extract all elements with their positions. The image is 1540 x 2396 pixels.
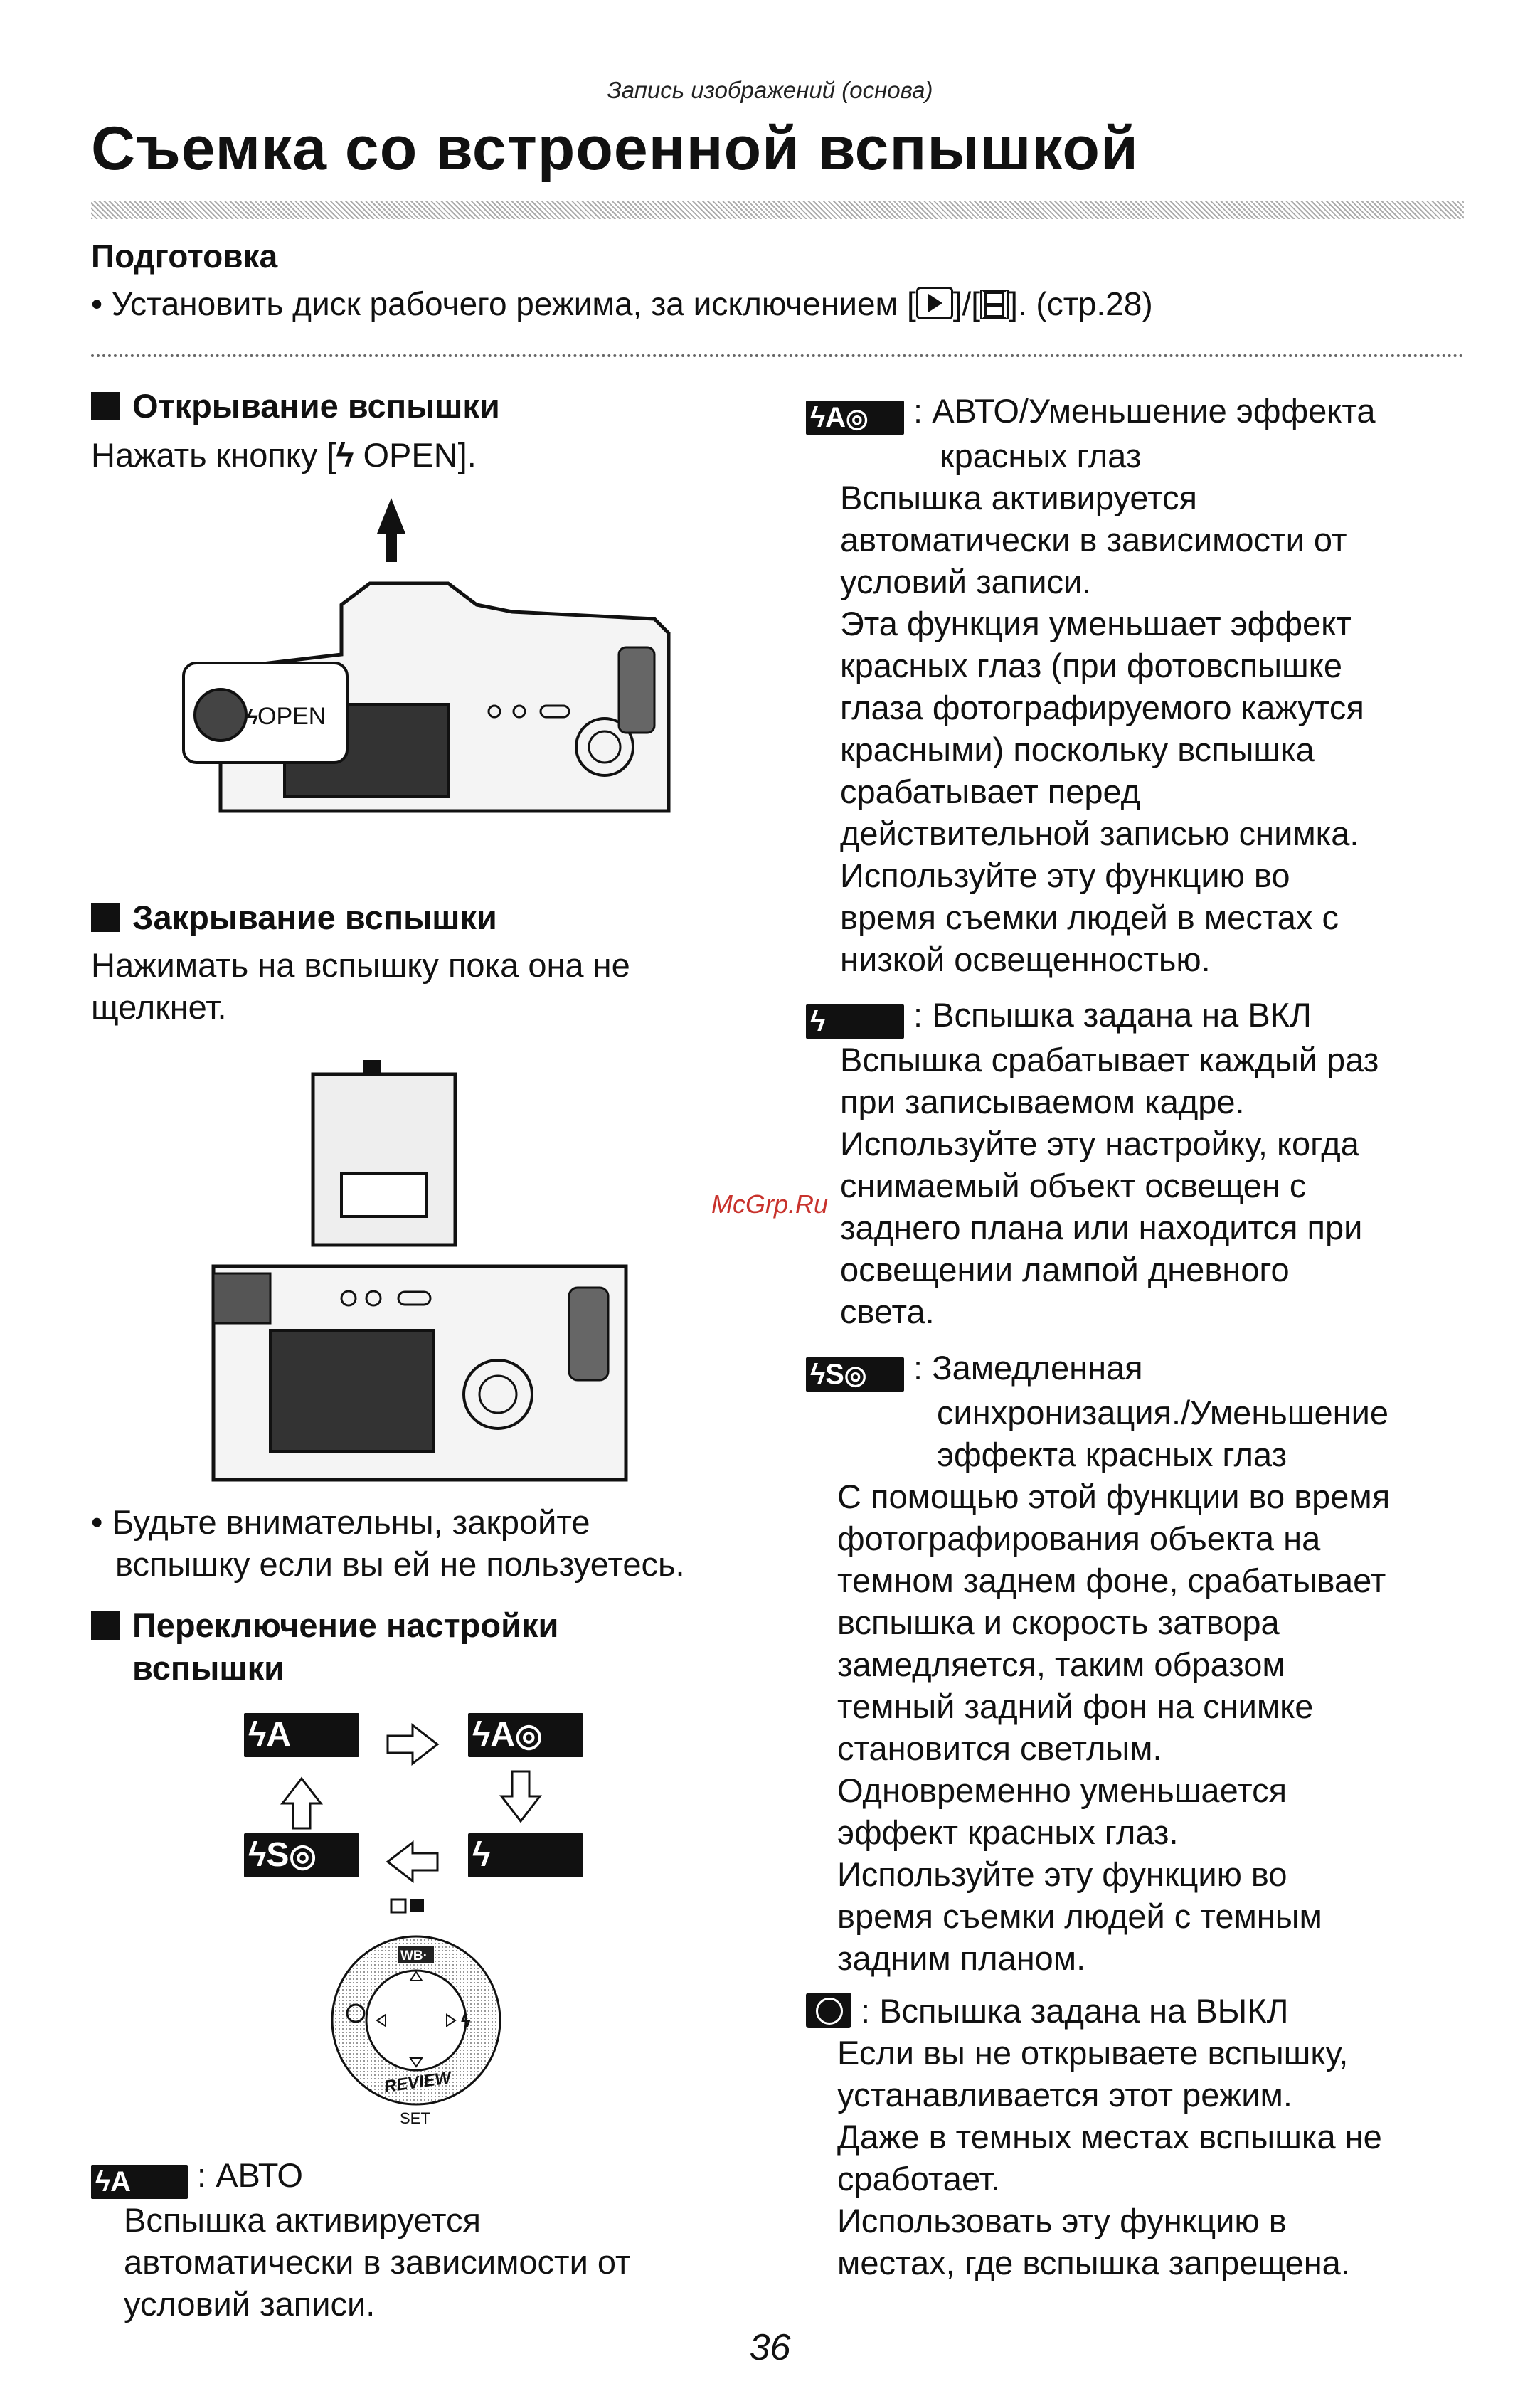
flash-off-icon (806, 1993, 851, 2028)
slow-sync-badge: ϟS◎ (244, 1833, 359, 1877)
section-header: Запись изображений (основа) (607, 77, 933, 103)
red-eye-icon: ◎ (289, 1838, 317, 1873)
auto-red-eye-mode-badge: ϟA◎ (806, 401, 904, 435)
forced-on-badge: ϟ (468, 1833, 583, 1877)
open-flash-heading: Открывание вспышки (91, 386, 500, 425)
mode-forced-off: : Вспышка задана на ВЫКЛ Если вы не откр… (806, 1990, 1382, 2284)
page-title: Съемка со встроенной вспышкой (91, 115, 1139, 183)
auto-mode-badge: ϟA (91, 2165, 188, 2199)
dial-set-label: SET (400, 2109, 430, 2127)
slow-sync-mode-badge: ϟS◎ (806, 1357, 904, 1392)
open-callout-label: OPEN (257, 703, 326, 730)
dial-self-timer-icon (346, 2003, 366, 2023)
mode-auto-red-eye: ϟA◎ : АВТО/Уменьшение эффекта красных гл… (806, 390, 1376, 980)
red-eye-icon: ◎ (515, 1718, 543, 1753)
open-flash-text: Нажать кнопку [ϟ OPEN]. (91, 436, 477, 474)
preparation-heading: Подготовка (91, 238, 278, 275)
camera-close-illustration (211, 1060, 628, 1482)
dial-top-label: WB· (400, 1949, 428, 1963)
watermark: McGrp.Ru (711, 1189, 829, 1219)
dial-flash-icon: ϟ (461, 2010, 471, 2032)
switch-heading: Переключение настройки вспышки (91, 1604, 558, 1690)
auto-badge: ϟA (244, 1713, 359, 1757)
title-rule (91, 201, 1464, 219)
play-mode-icon (915, 287, 953, 319)
preparation-text-before: • Установить диск рабочего режима, за ис… (91, 285, 916, 322)
cursor-dial: WB· ϟ REVIEW SET (331, 1935, 501, 2127)
dotted-divider (91, 354, 1464, 357)
page-number: 36 (749, 2327, 791, 2368)
auto-red-eye-badge: ϟA◎ (468, 1713, 583, 1757)
preparation-text-mid: ]/[ (952, 285, 981, 322)
preparation-text-after: ]. (стр.28) (1009, 285, 1153, 322)
movie-mode-icon (980, 290, 1009, 319)
camera-open-illustration: OPEN ϟ (182, 498, 671, 813)
close-flash-heading: Закрывание вспышки (91, 898, 497, 937)
mode-slow-sync: ϟS◎ : Замедленная синхронизация./Уменьше… (806, 1347, 1390, 1979)
mode-cycle-arrows (280, 1722, 543, 1914)
mode-forced-on: ϟ : Вспышка задана на ВКЛ Вспышка срабат… (806, 994, 1379, 1332)
open-callout-bolt: ϟ (247, 706, 258, 729)
forced-on-mode-badge: ϟ (806, 1004, 904, 1039)
preparation-text: • Установить диск рабочего режима, за ис… (91, 285, 1153, 323)
flash-bolt-icon: ϟ (336, 436, 354, 474)
